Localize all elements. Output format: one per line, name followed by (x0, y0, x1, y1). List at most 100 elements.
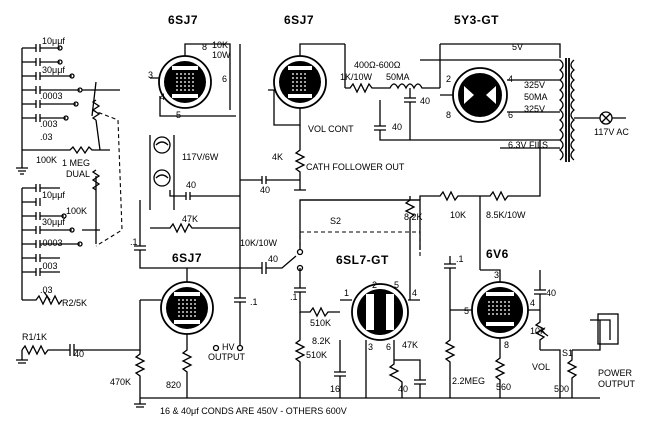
cap-label-40-filter-1: 40 (420, 96, 430, 106)
resistor-label-510k-a: 510K (310, 318, 331, 328)
cap-label-40-input: 40 (74, 349, 84, 359)
cap-label-40-filter-2: 40 (392, 122, 402, 132)
resistor-8-2k-a (404, 196, 416, 300)
tube-label-6sj7-bottom-left: 6SJ7 (172, 251, 202, 265)
switch-label-s1: S1 (562, 348, 573, 358)
cap-label-40-mid: 40 (186, 180, 196, 190)
pin-label-4-v1: 4 (160, 92, 165, 102)
cap-40-mid (169, 190, 240, 200)
resistor-label-47k-mid: 47K (182, 214, 198, 224)
resistor-500-output (566, 319, 611, 398)
resistor-label-r2: R2/5K (62, 298, 87, 308)
cap-1-6sj7 (234, 268, 246, 346)
label-hv: HV (222, 342, 235, 352)
cap-label-40-cath: 40 (260, 185, 270, 195)
cap-label-03-bottom: .03 (40, 285, 53, 295)
pin-label-6-v1: 6 (222, 74, 227, 84)
switch-s2-wiring (240, 199, 421, 274)
resistor-label-820: 820 (166, 380, 181, 390)
input-capacitor-bank-bottom (21, 169, 101, 300)
pin-label-6-6sl7: 6 (386, 342, 391, 352)
resistor-label-4k: 4K (272, 152, 283, 162)
resistor-label-560: 560 (496, 382, 511, 392)
cap-label-1-left: .1 (130, 237, 138, 247)
pin-label-4-6sl7: 4 (412, 288, 417, 298)
tube-label-5y3gt: 5Y3-GT (454, 13, 499, 27)
cap-label-40-b: 40 (398, 384, 408, 394)
ground-symbol (134, 398, 146, 408)
cap-label-10uuf-top: 10μμf (42, 36, 65, 46)
pin-label-3-6v6: 3 (494, 270, 499, 280)
label-power: POWER (598, 368, 633, 378)
pin-label-3-6sl7: 3 (368, 342, 373, 352)
pin-label-5-v1: 5 (176, 110, 181, 120)
resistor-label-8-2k-a: 8.2K (404, 212, 423, 222)
cap-label-003-top: .003 (40, 119, 58, 129)
pot-label-vol: VOL (532, 362, 550, 372)
grid-cap-resistor-6v6 (444, 256, 470, 398)
transformer-label-325v-b: 325V (524, 104, 545, 114)
cap-label-003-bottom: .003 (40, 261, 58, 271)
cap-label-1-out: .1 (456, 254, 464, 264)
tube-6sj7-top-mid (268, 43, 345, 180)
transformer-label-325v-a: 325V (524, 80, 545, 90)
cap-label-0003-top: .0003 (40, 91, 63, 101)
label-cath-follower-out: CATH FOLLOWER OUT (306, 162, 405, 172)
pin-label-3-v1: 3 (148, 70, 153, 80)
cap-label-10uuf-bottom: 10μμf (42, 190, 65, 200)
cap-label-1-6sl7: .1 (290, 292, 298, 302)
selector-switch-top (22, 81, 120, 155)
output-jack (597, 313, 619, 345)
cap-label-0003-bottom: .0003 (40, 238, 63, 248)
transformer-label-6-3v-fils: 6.3V FILS (508, 140, 548, 150)
cap-label-30uuf-top: 30μμf (42, 65, 65, 75)
tube-6sj7-top-left (150, 43, 236, 117)
pin-label-5-6sl7: 5 (394, 280, 399, 290)
power-transformer (420, 43, 626, 162)
transformer-label-117vac: 117V AC (594, 127, 629, 137)
resistor-label-8-5k-10w: 8.5K/10W (486, 210, 526, 220)
cap-40-cath (240, 176, 306, 191)
resistor-470k (134, 350, 146, 398)
label-power-output: OUTPUT (598, 379, 636, 389)
pin-label-8-5y3: 8 (446, 110, 451, 120)
cap-16 (334, 340, 346, 398)
lamp-label-117v-6w: 117V/6W (182, 152, 219, 162)
tube-6sj7-bottom-left (140, 268, 214, 346)
pot-label-10k: 10K (530, 326, 546, 336)
pin-label-2-5y3: 2 (446, 74, 451, 84)
pin-label-2-6sl7: 2 (372, 280, 377, 290)
resistor-label-470k: 470K (110, 377, 131, 387)
tube-6sl7gt (340, 283, 420, 356)
input-capacitor-bank-top (16, 44, 83, 175)
pin-label-8-v1: 8 (202, 42, 207, 52)
resistor-47k-6sl7 (365, 356, 421, 398)
resistor-label-100k-mid: 100K (66, 206, 87, 216)
resistor-label-400-600: 400Ω-600Ω (354, 60, 401, 70)
resistor-r2 (22, 291, 63, 306)
resistor-label-10w: 10W (212, 50, 231, 60)
transformer-label-50ma: 50MA (524, 92, 548, 102)
pot-label-dual: DUAL (66, 169, 90, 179)
resistor-47k-mid (150, 222, 240, 234)
resistor-label-47k-b: 47K (402, 340, 418, 350)
tube-label-6sj7-top-left: 6SJ7 (168, 13, 198, 27)
pin-label-4-6v6: 4 (530, 298, 535, 308)
resistor-label-r1: R1/1K (22, 332, 47, 342)
tube-label-6v6: 6V6 (486, 247, 509, 261)
resistor-label-8-2k-b: 8.2K (312, 336, 331, 346)
resistor-label-500: 500 (554, 384, 569, 394)
choke-label-50ma: 50MA (386, 72, 410, 82)
filter-choke-chain (344, 44, 440, 94)
pot-label-1meg: 1 MEG (62, 158, 90, 168)
cap-label-30uuf-bottom: 30μμf (42, 217, 65, 227)
label-vol-cont: VOL CONT (308, 124, 354, 134)
filter-caps (374, 88, 520, 141)
resistor-label-1k-10w: 1K/10W (340, 72, 373, 82)
bus-left (134, 44, 241, 269)
cap-40-6v6 (534, 270, 546, 310)
cap-label-40-s2: 40 (268, 254, 278, 264)
cap-label-03-top: .03 (40, 132, 53, 142)
pin-label-5-6v6: 5 (464, 306, 469, 316)
pin-label-1-6sl7: 1 (344, 288, 349, 298)
